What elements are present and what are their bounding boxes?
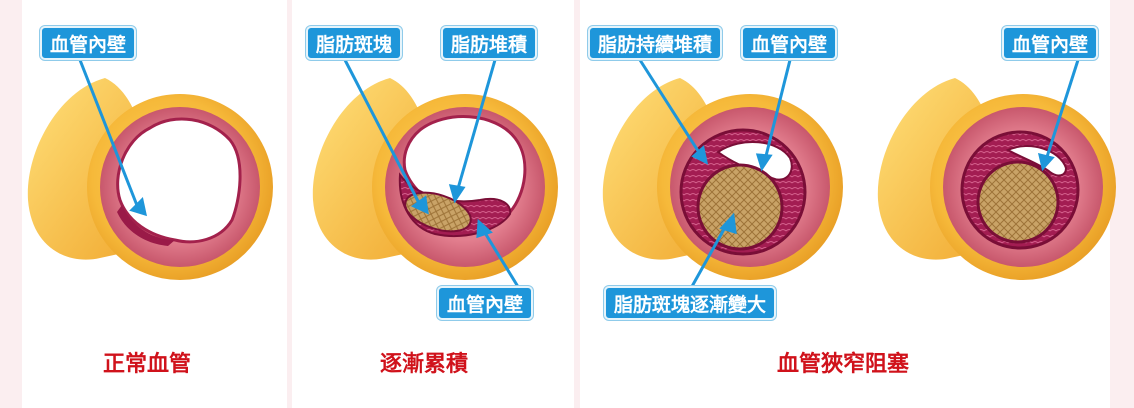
artery-normal — [28, 78, 273, 280]
caption-normal: 正常血管 — [103, 346, 191, 378]
label-plaque: 脂肪斑塊 — [306, 26, 402, 60]
label-inner-wall-blocked: 血管內壁 — [1002, 26, 1098, 60]
caption-narrowing: 血管狹窄阻塞 — [777, 346, 909, 378]
artery-blocked — [878, 78, 1116, 280]
label-continued-buildup: 脂肪持續堆積 — [588, 26, 722, 60]
label-inner-wall-narrowing: 血管內壁 — [741, 26, 837, 60]
label-inner-wall-gradual: 血管內壁 — [437, 286, 533, 320]
artery-narrowing — [603, 78, 843, 280]
label-plaque-growing: 脂肪斑塊逐漸變大 — [604, 286, 776, 320]
label-inner-wall-normal: 血管內壁 — [40, 26, 136, 60]
caption-gradual: 逐漸累積 — [380, 346, 468, 378]
artery-gradual — [313, 78, 558, 280]
label-fat-buildup: 脂肪堆積 — [441, 26, 537, 60]
